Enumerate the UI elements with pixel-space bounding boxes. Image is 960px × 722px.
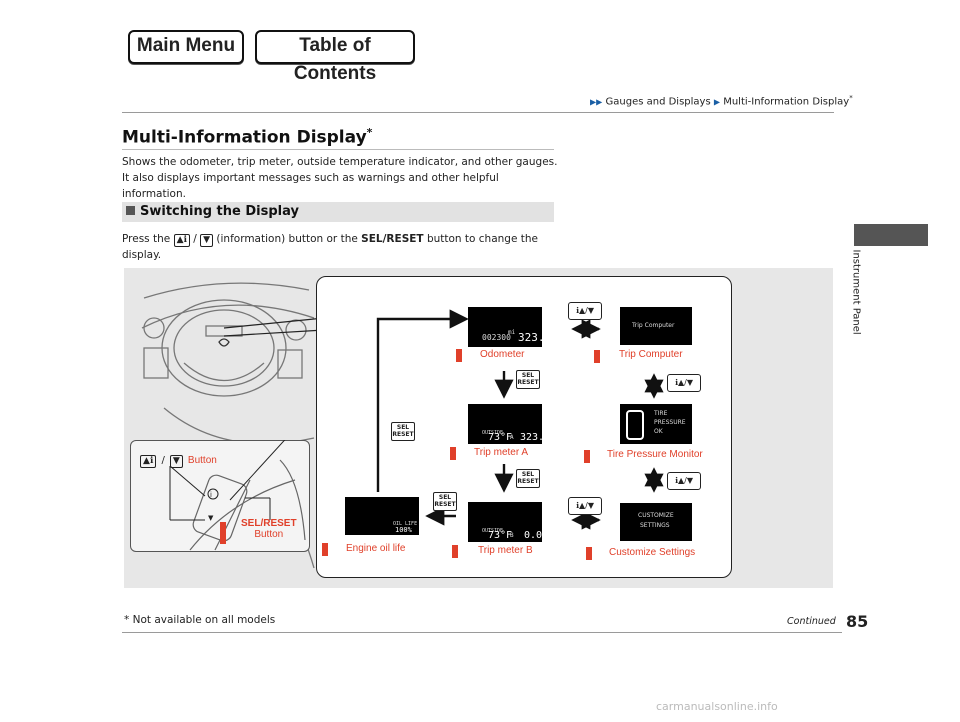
page-number: 85 (846, 612, 869, 631)
trip-meter-a-screen: OUTSIDE 73°F A 323.4 (468, 404, 550, 444)
page-title: Multi-Information Display* (122, 126, 373, 148)
red-marker (584, 450, 590, 463)
watermark: carmanualsonline.info (656, 700, 778, 713)
footer-divider (122, 632, 842, 633)
sel-reset-callout: SEL/RESET Button (241, 518, 297, 540)
red-marker (450, 447, 456, 460)
main-menu-button[interactable]: Main Menu (128, 30, 244, 64)
info-up-icon: ▲ℹ (140, 455, 157, 468)
red-marker (456, 349, 462, 362)
flow-arrows (376, 309, 664, 530)
header-divider (122, 112, 834, 113)
customize-label: Customize Settings (609, 547, 696, 558)
breadcrumb-level2[interactable]: Multi-Information Display (723, 96, 850, 108)
section-tab (854, 224, 928, 246)
table-of-contents-button[interactable]: Table of Contents (255, 30, 415, 84)
red-marker (594, 350, 600, 363)
trip-meter-a-label: Trip meter A (474, 447, 529, 458)
svg-text:▼: ▼ (208, 514, 214, 522)
trip-meter-b-label: Trip meter B (478, 545, 533, 556)
breadcrumb-level1[interactable]: Gauges and Displays (605, 96, 711, 108)
subsection-heading: Switching the Display (122, 202, 554, 222)
odometer-label: Odometer (480, 349, 525, 360)
info-button-icon: ℹ▲/▼ (568, 497, 602, 515)
breadcrumb-arrow-icon: ▶ (713, 97, 721, 107)
red-marker (220, 522, 226, 544)
info-up-icon: ▲ℹ (173, 234, 190, 247)
continued-label: Continued (787, 616, 836, 627)
tire-pressure-label: Tire Pressure Monitor (607, 449, 703, 460)
engine-oil-label: Engine oil life (346, 543, 406, 554)
red-marker (586, 547, 592, 560)
svg-text:i: i (210, 491, 212, 499)
trip-computer-label: Trip Computer (619, 349, 683, 360)
trip-computer-screen: Trip Computer (620, 307, 692, 345)
title-divider (122, 149, 554, 150)
footnote: * Not available on all models (124, 614, 276, 626)
car-top-icon (626, 410, 644, 440)
info-button-icon: ℹ▲/▼ (667, 472, 701, 490)
square-bullet-icon (126, 206, 135, 215)
down-arrow-icon: ▼ (169, 455, 183, 468)
odometer-screen: 002300 mi 323.4 (468, 307, 551, 347)
info-button-icon: ℹ▲/▼ (667, 374, 701, 392)
info-button-icons: ▲ℹ / ▼ Button (140, 448, 217, 468)
breadcrumb: ▶▶ Gauges and Displays ▶ Multi-Informati… (590, 94, 853, 107)
side-tab-label: Instrument Panel (850, 249, 862, 335)
customize-screen: CUSTOMIZE SETTINGS (620, 503, 692, 541)
tire-pressure-screen: TIRE PRESSURE OK (620, 404, 692, 444)
intro-text: Shows the odometer, trip meter, outside … (122, 156, 558, 200)
trip-meter-b-screen: OUTSIDE 73°F B 0.0 (468, 502, 542, 542)
down-arrow-icon: ▼ (200, 234, 214, 247)
callout-button-label: Button (187, 455, 217, 466)
red-marker (452, 545, 458, 558)
engine-oil-screen: OIL LIFE 100% (345, 497, 419, 535)
breadcrumb-arrow-icon: ▶▶ (590, 97, 603, 107)
instruction-text: Press the ▲ℹ / ▼ (information) button or… (122, 233, 538, 261)
breadcrumb-asterisk: * (849, 94, 853, 102)
info-button-icon: ℹ▲/▼ (568, 302, 602, 320)
red-marker (322, 543, 328, 556)
